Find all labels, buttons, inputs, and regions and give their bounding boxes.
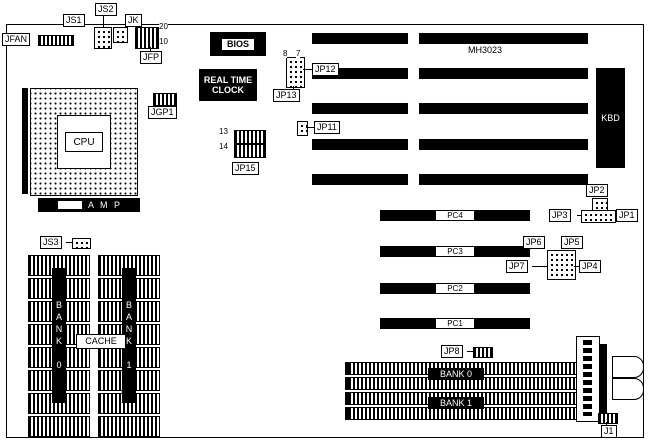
jp12-pin8-number: 8 — [283, 49, 288, 58]
jp15-header-top — [234, 130, 266, 144]
pci-slot-3-label: PC3 — [436, 247, 474, 256]
jp1-jp3-header — [581, 210, 616, 223]
isa-slot-segment — [312, 33, 408, 44]
jp12-header — [286, 57, 305, 88]
js1-js2-header — [94, 27, 112, 49]
amp-connector-keyway — [58, 201, 82, 209]
isa-slot-segment — [419, 139, 588, 150]
isa-slot-segment — [419, 33, 588, 44]
pci-slot-4: PC4 — [380, 210, 530, 221]
rtc-chip-label-line2: CLOCK — [212, 85, 244, 95]
isa-slot-segment — [419, 174, 588, 185]
pci-slot-2: PC2 — [380, 283, 530, 294]
bios-chip-label: BIOS — [221, 38, 254, 50]
jk-header — [113, 27, 128, 43]
simm-bank0-label: BANK 0 — [428, 368, 484, 380]
isa-slot-segment — [419, 103, 588, 114]
jp13-pointer-line — [293, 86, 294, 89]
sram-chip — [28, 416, 90, 437]
isa-slot-segment — [312, 103, 408, 114]
jp4-pointer-line — [574, 266, 579, 267]
jp6-label: JP6 — [523, 236, 545, 249]
keyboard-connector: KBD — [596, 68, 625, 168]
power-connector-pins — [583, 340, 592, 416]
rtc-chip-label-line1: REAL TIME — [203, 75, 253, 85]
jp4-jp7-header — [547, 250, 576, 280]
jp4-label: JP4 — [579, 260, 601, 273]
jp3-pointer-line — [577, 215, 581, 216]
js3-label: JS3 — [40, 236, 62, 249]
keyboard-connector-label: KBD — [601, 113, 620, 123]
js3-header — [72, 238, 91, 249]
jfp-header — [135, 27, 159, 49]
cpu-label: CPU — [65, 132, 103, 152]
jfp-label: JFP — [140, 51, 163, 64]
amp-connector: A M P — [38, 198, 140, 212]
jfp-pin10-number: 10 — [159, 37, 168, 46]
js2-label: JS2 — [95, 3, 117, 16]
rtc-chip: REAL TIME CLOCK — [199, 69, 257, 101]
jp5-label: JP5 — [561, 236, 583, 249]
jgp1-header — [153, 93, 177, 106]
j1-header — [598, 413, 618, 424]
jp12-label: JP12 — [312, 63, 339, 76]
jp15-pin14-number: 14 — [219, 142, 228, 151]
sram-chip — [98, 416, 160, 437]
j1-pointer-line — [606, 422, 607, 425]
isa-slot-segment — [312, 68, 408, 79]
pci-slot-1: PC1 — [380, 318, 530, 329]
jp2-label: JP2 — [586, 184, 608, 197]
jp11-pointer-line — [306, 127, 314, 128]
fan-header — [38, 35, 74, 46]
isa-slot-segment — [419, 68, 588, 79]
bios-chip: BIOS — [210, 32, 266, 56]
isa-slot-segment — [312, 174, 408, 185]
jfp-pointer-line — [150, 47, 151, 51]
edge-connector-top — [612, 356, 644, 378]
js1-label: JS1 — [63, 14, 85, 27]
jp8-pointer-line — [467, 351, 473, 352]
jp12-pointer-line — [303, 69, 312, 70]
jk-label: JK — [125, 14, 142, 27]
cache-bank1-label: BANK 1 — [122, 268, 136, 403]
jp8-label: JP8 — [441, 345, 463, 358]
jp13-label: JP13 — [273, 89, 300, 102]
jp1-label: JP1 — [616, 209, 638, 222]
cpu-side-bar — [22, 88, 28, 194]
cache-bank0-label: BANK 0 — [52, 268, 66, 403]
jp15-header-bottom — [234, 144, 266, 158]
board-part-number: MH3023 — [468, 45, 503, 55]
js2-pointer-line — [103, 16, 104, 27]
pci-slot-3: PC3 — [380, 246, 530, 257]
pci-slot-2-label: PC2 — [436, 284, 474, 293]
jp8-header — [473, 347, 493, 358]
amp-connector-label: A M P — [88, 200, 123, 210]
pci-slot-4-label: PC4 — [436, 211, 474, 220]
isa-slot-segment — [312, 139, 408, 150]
simm-bank1-label: BANK 1 — [428, 397, 484, 409]
jp7-pointer-line — [532, 266, 547, 267]
cpu-socket: CPU — [30, 88, 138, 196]
jp7-label: JP7 — [506, 260, 528, 273]
jp12-pin7-number: 7 — [296, 49, 301, 58]
power-connector-bar — [600, 344, 607, 414]
jp11-header — [297, 121, 308, 136]
js3-pointer-line — [66, 242, 72, 243]
power-connector — [576, 336, 600, 422]
j1-label: J1 — [601, 425, 617, 438]
cache-label: CACHE — [76, 334, 126, 349]
edge-connector-bottom — [612, 378, 644, 400]
jp11-label: JP11 — [314, 121, 340, 134]
jp15-label: JP15 — [232, 162, 259, 175]
jp3-label: JP3 — [549, 209, 571, 222]
jp15-pin13-number: 13 — [219, 127, 228, 136]
jfp-pin20-number: 20 — [159, 22, 168, 31]
jgp1-label: JGP1 — [148, 106, 177, 119]
board-outline — [6, 24, 644, 438]
jfan-label: JFAN — [2, 33, 31, 46]
pci-slot-1-label: PC1 — [436, 319, 474, 328]
